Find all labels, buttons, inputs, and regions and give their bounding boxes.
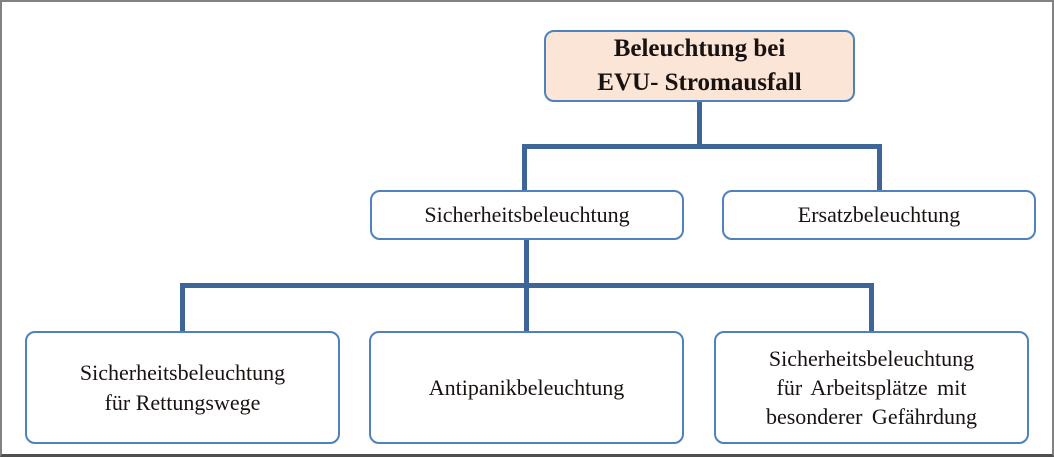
node-sicherheitsbeleuchtung-label: Sicherheitsbeleuchtung <box>424 202 630 228</box>
connector-level2-drop-right <box>869 283 874 332</box>
node-sicherheitsbeleuchtung-rettungswege: Sicherheitsbeleuchtung für Rettungswege <box>25 331 340 444</box>
node-root-line-2: EVU- Stromausfall <box>597 69 802 96</box>
node-ersatzbeleuchtung-label: Ersatzbeleuchtung <box>797 202 961 228</box>
node-root-line-1: Beleuchtung bei <box>613 35 786 63</box>
node-antipanikbeleuchtung: Antipanikbeleuchtung <box>369 331 684 444</box>
node-arbeitsplaetze-line-2: für Arbeitsplätze mit <box>776 374 967 400</box>
connector-level1-bar <box>522 144 882 149</box>
connector-level2-bar <box>180 283 874 288</box>
connector-level2-drop-left <box>180 283 185 332</box>
node-arbeitsplaetze-line-1: Sicherheitsbeleuchtung <box>768 345 975 371</box>
node-ersatzbeleuchtung: Ersatzbeleuchtung <box>722 190 1036 240</box>
node-arbeitsplaetze-line-3: besonderer Gefährdung <box>765 404 978 430</box>
connector-level1-drop-right <box>877 144 882 191</box>
connector-root-stem <box>697 102 702 149</box>
node-sicherheitsbeleuchtung: Sicherheitsbeleuchtung <box>370 190 684 240</box>
node-rettungswege-line-1: Sicherheitsbeleuchtung <box>79 360 286 386</box>
connector-level1-drop-left <box>522 144 527 191</box>
node-sicherheitsbeleuchtung-arbeitsplaetze: Sicherheitsbeleuchtung für Arbeitsplätze… <box>714 331 1029 444</box>
node-rettungswege-line-2: für Rettungswege <box>104 389 261 415</box>
node-antipanik-label: Antipanikbeleuchtung <box>428 374 625 400</box>
node-beleuchtung-bei-evu-stromausfall: Beleuchtung bei EVU- Stromausfall <box>544 30 855 102</box>
